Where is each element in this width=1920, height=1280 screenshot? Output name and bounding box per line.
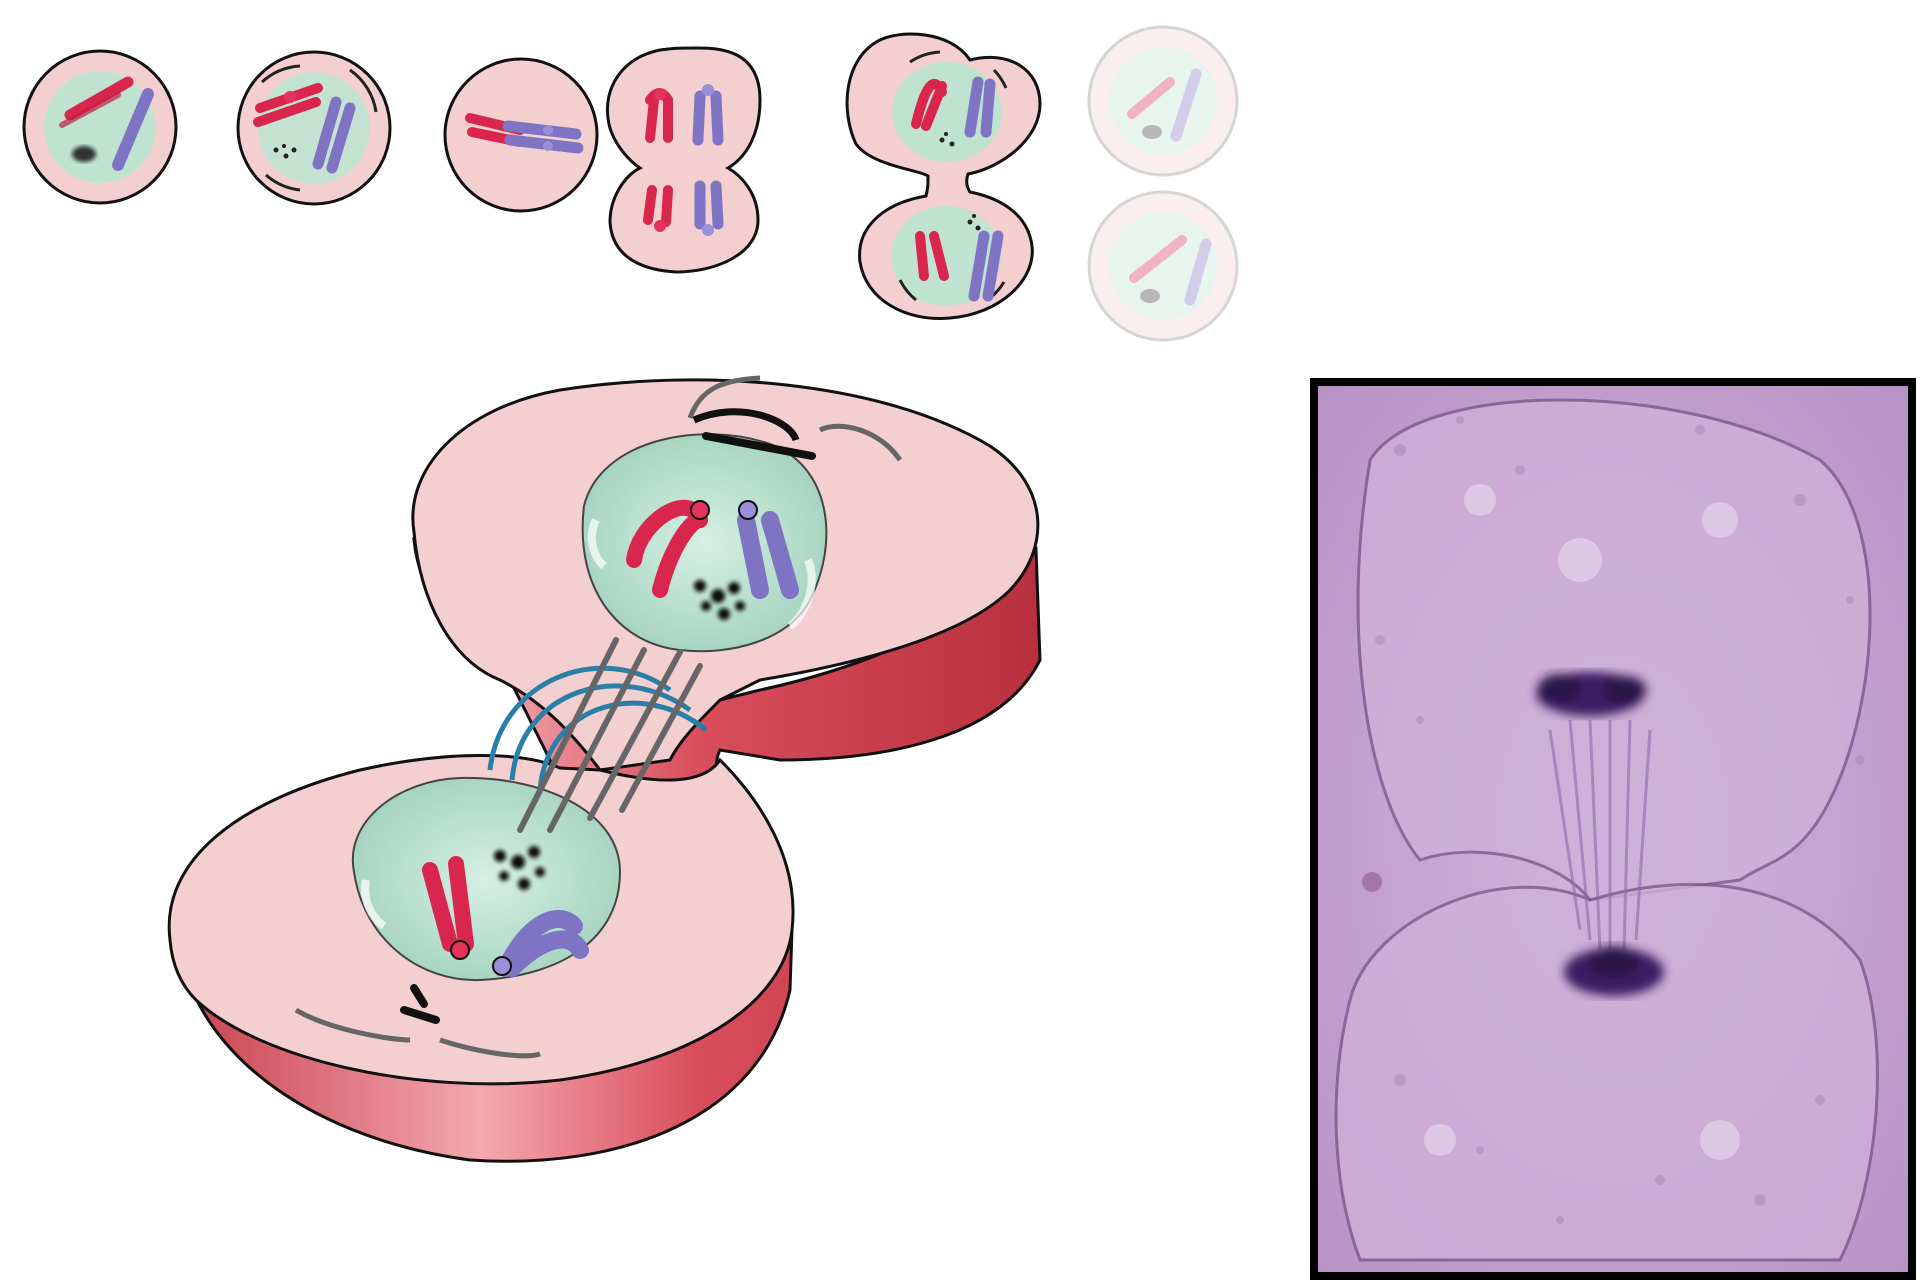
- chromatin-lower: [1564, 946, 1664, 996]
- lower-centrosome: [294, 984, 541, 1059]
- nucleolus: [72, 146, 96, 162]
- lower-cell-outline: [1334, 882, 1879, 1262]
- chromosome-purple: [502, 120, 584, 154]
- stage-1-cell: [22, 49, 178, 205]
- nucleolus-dots: [494, 846, 545, 890]
- stage-6-cells: [1087, 25, 1239, 342]
- microtubules: [517, 637, 703, 833]
- chromosome-red: [911, 79, 949, 281]
- chromosome-red: [59, 76, 134, 128]
- stage-5-cell: [845, 32, 1042, 320]
- chromosome-purple: [112, 88, 154, 171]
- upper-cell-outline: [1356, 398, 1872, 902]
- nucleolus-dots: [273, 144, 297, 159]
- chromosome-purple: [312, 96, 356, 174]
- chromosome-purple: [964, 76, 1004, 302]
- chromosome-red: [253, 83, 323, 127]
- chromosome-purple: [737, 500, 799, 599]
- chromosome-red: [422, 856, 474, 960]
- telophase-3d-model: [167, 375, 1042, 1163]
- chromosome-red: [626, 499, 710, 598]
- chromatin-upper: [1536, 672, 1646, 716]
- chromosome-red: [643, 88, 673, 232]
- nucleolus-dots: [694, 580, 745, 620]
- stage-3-cell: [443, 57, 599, 213]
- spindle-streaks: [1548, 719, 1652, 951]
- spindle-fibers: [487, 665, 708, 791]
- upper-nucleus: [581, 433, 828, 653]
- stage-2-cell: [236, 50, 392, 206]
- upper-centrosome: [687, 375, 903, 462]
- stage-4-cell: [605, 46, 762, 274]
- chromosome-purple: [692, 84, 724, 236]
- micrograph-panel: [1310, 378, 1916, 1280]
- nucleolus-dots: [939, 132, 981, 231]
- chromosome-purple: [492, 909, 589, 977]
